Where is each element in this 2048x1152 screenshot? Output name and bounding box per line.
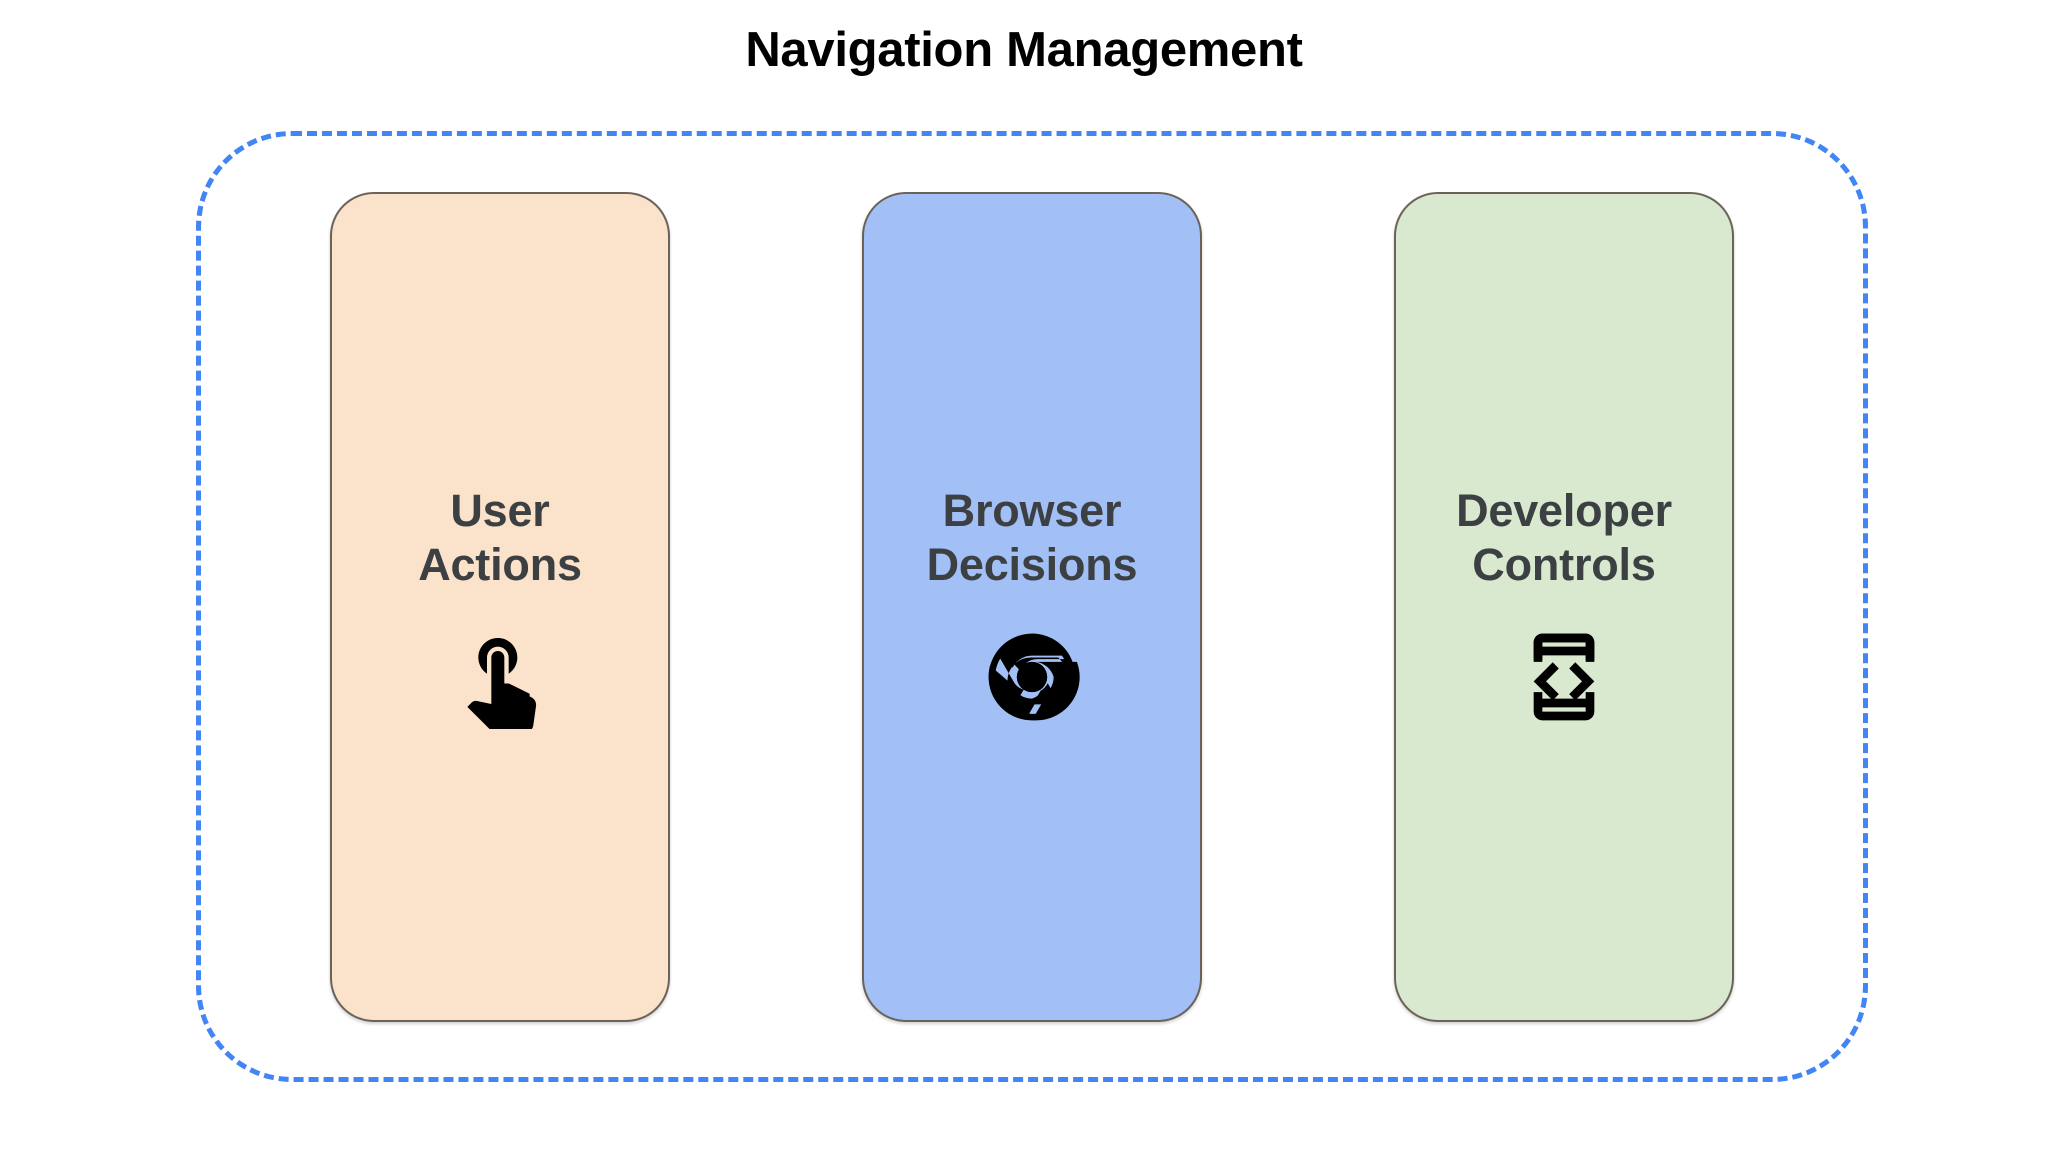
page-title: Navigation Management [745,23,1303,77]
cards-row: User Actions Browser Decisions Developer… [196,131,1868,1082]
chrome-logo-icon [980,625,1084,729]
card-browser-decisions[interactable]: Browser Decisions [862,191,1202,1022]
touch-app-icon [448,625,552,729]
card-developer-controls-label: Developer Controls [1456,485,1672,590]
developer-mode-icon [1512,625,1616,729]
card-developer-controls[interactable]: Developer Controls [1394,191,1734,1022]
card-browser-decisions-label: Browser Decisions [926,485,1138,590]
navigation-management-group-container [196,131,1868,1082]
card-user-actions[interactable]: User Actions [330,191,670,1022]
card-user-actions-label: User Actions [418,485,582,590]
